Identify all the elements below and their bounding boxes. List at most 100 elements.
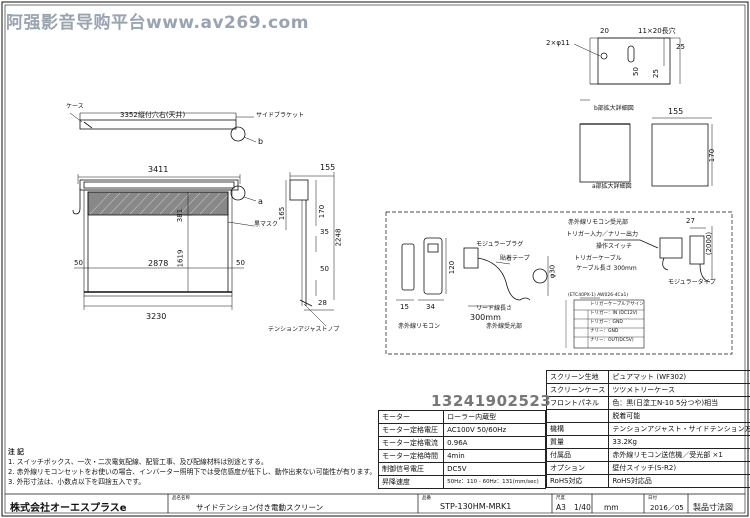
front-view [69, 112, 257, 310]
spec-key: モーター [377, 410, 445, 424]
spec-value: 0.96A [443, 436, 546, 450]
spec-key [545, 409, 610, 423]
spec-key: スクリーンケース [545, 383, 610, 397]
spec-value: 赤外線リモコン送信機／受光部 ×1 [608, 448, 750, 462]
side-dim-165: 165 [278, 206, 287, 221]
side-dim-170: 170 [318, 204, 327, 219]
detail-b-caption: b部拡大詳細図 [594, 105, 634, 112]
dim-50-right: 50 [236, 259, 245, 267]
spec-key: モーター定格電流 [377, 436, 445, 450]
date-label: 日付 [648, 496, 657, 501]
spec-table-right: スクリーン生地ピュアマット (WF302) スクリーンケースツツメトリーケース … [545, 370, 750, 488]
dim-2878: 2878 [148, 259, 169, 268]
receiver-dim-27: 27 [686, 217, 695, 225]
watermark: 阿强影音导购平台www.av269.com [6, 13, 309, 33]
paper-size: A3 [556, 503, 566, 512]
lead-length: 300mm [470, 313, 501, 322]
receiver-dia: φ30 [548, 264, 557, 279]
table-row: 脱着可能 [545, 409, 750, 423]
scale-label: 尺度 [556, 496, 565, 501]
remote-label: 赤外線リモコン [398, 323, 441, 330]
side-bracket-label: サイドブラケット [256, 112, 305, 119]
spec-value: ツツメトリーケース [608, 383, 750, 397]
table-row: 付属品赤外線リモコン送信機／受光部 ×1 [545, 448, 750, 462]
notes: 注 記 1. スイッチボックス、一次・二次電気配線、配管工事、及び配線材料は別途… [8, 447, 376, 487]
side-dim-2248: 2248 [334, 228, 343, 247]
trigger-chart-row: ナリー：GND [590, 329, 619, 334]
company-name: 株式会社オーエスプラスe [10, 503, 127, 514]
spec-key: モーター定格時間 [377, 449, 445, 463]
spec-value: RoHS対応品 [608, 474, 750, 488]
trigger-chart-row: ナリー：OUT(DC5V) [590, 338, 634, 343]
detail-b [573, 37, 681, 85]
spec-key: 機構 [545, 422, 610, 436]
trigger-cable-label: トリガーケーブル [574, 255, 622, 262]
trigger-chart-title: (ETC40PX-1) AW026-4Ca1) [568, 293, 629, 298]
name-label: 品名名称 [172, 496, 190, 501]
receiver-label: 赤外線受光部 [486, 323, 523, 330]
modular-type-label: モジュラータイプ [668, 279, 716, 286]
notes-title: 注 記 [8, 448, 24, 456]
marker-b: b [258, 137, 264, 146]
trigger-chart-row: トリガー：GND [590, 320, 623, 325]
spec-value: 33.2Kg [608, 435, 750, 449]
detail-b-hole-dia: 2×φ11 [546, 39, 570, 47]
side-dim-50: 50 [320, 265, 329, 273]
case-width-label: 3352縦付穴右(天井) [120, 111, 186, 119]
model-label: 品番 [422, 496, 431, 501]
spec-value: 4min [443, 449, 546, 463]
black-mask-label: 黒マスク [254, 221, 279, 228]
title-block-lines [5, 493, 745, 513]
case-label: ケース [66, 103, 84, 110]
detail-b-dim-25b: 25 [651, 69, 660, 78]
modular-plug-label: モジュラープラグ [476, 241, 524, 248]
product-name: サイドテンション付き電動スクリーン [196, 503, 324, 512]
spec-value: 壁付スイッチ(S-R2) [608, 461, 750, 475]
ir-receiver-label: 赤外線リモコン受光部 [568, 219, 629, 226]
trigger-chart-row: トリガーケーブルアサイン [590, 302, 644, 307]
table-row: 機構テンションアジャスト・サイドテンション方式 [545, 422, 750, 436]
model-number: STP-130HM-MRK1 [440, 502, 512, 511]
unit: mm [604, 503, 619, 512]
detail-b-dim-50: 50 [631, 67, 640, 76]
receiver-dim-2000: (2000) [705, 231, 714, 256]
note-line: 2. 赤外線リモコンセットをお使いの場合、インバーター照明下では受信感度が低下し… [8, 468, 377, 476]
spec-key: フロントパネル [545, 396, 610, 410]
overall-width: 3411 [148, 165, 169, 174]
detail-b-holes: 11×20長穴 [638, 27, 676, 35]
table-row: フロントパネル色：黒(日塗工N-10 5分つや)相当 [545, 396, 750, 410]
spec-key: 付属品 [545, 448, 610, 462]
spec-value: ローラー内蔵型 [443, 410, 546, 424]
dim-3230: 3230 [146, 312, 167, 321]
cable-length-label: ケーブル長さ 300mm [576, 265, 637, 272]
table-row: オプション壁付スイッチ(S-R2) [545, 461, 750, 475]
spec-key: スクリーン生地 [545, 370, 610, 384]
trigger-chart-row: トリガー：IN (DC12V) [590, 311, 638, 316]
table-row: スクリーンケースツツメトリーケース [545, 383, 750, 397]
spec-value: 50Hz：110 - 60Hz：131(mm/sec) [443, 475, 546, 489]
detail-b-dim-20: 20 [600, 27, 609, 35]
spec-value: ピュアマット (WF302) [608, 370, 750, 384]
detail-b-dim-25: 25 [676, 43, 685, 51]
remote-dim-15: 15 [400, 303, 409, 311]
detail-a [579, 99, 713, 187]
remote-dim-120: 120 [448, 260, 457, 275]
spec-key: 制御信号電圧 [377, 462, 445, 476]
detail-a-dim-155: 155 [668, 107, 684, 116]
trigger-label: トリガー入力／ナリー出力 [566, 231, 639, 238]
tension-knob-label: テンションアジャストノブ [268, 326, 340, 333]
switch-label: 操作スイッチ [596, 243, 633, 250]
detail-a-dim-170: 170 [708, 148, 717, 163]
side-view [285, 172, 335, 327]
dim-50-left: 50 [74, 259, 83, 267]
phone-watermark: 13241902523 [431, 392, 552, 410]
spec-value: 色：黒(日塗工N-10 5分つや)相当 [608, 396, 750, 410]
